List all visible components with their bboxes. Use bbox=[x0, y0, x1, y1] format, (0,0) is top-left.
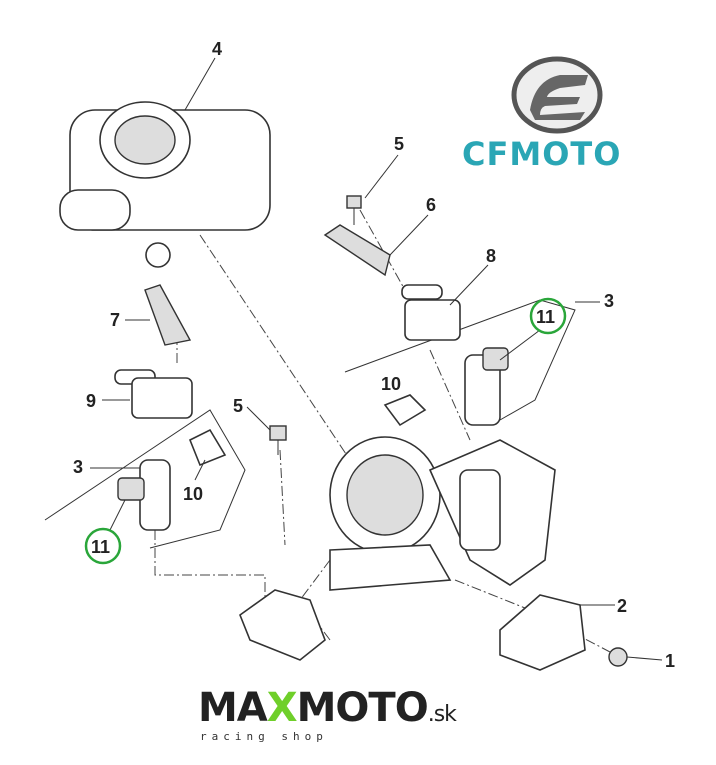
leader-lines bbox=[90, 57, 663, 661]
bracket-part-2[interactable] bbox=[499, 594, 586, 671]
maxmoto-logo-part: MA bbox=[198, 685, 268, 731]
maxmoto-logo-x: X bbox=[266, 685, 298, 731]
highlight-circle bbox=[84, 527, 122, 565]
maxmoto-logo: MAXMOTO.sk bbox=[198, 688, 457, 728]
callout-8: 8 bbox=[486, 246, 496, 266]
callout-5: 5 bbox=[233, 396, 243, 416]
callout-5: 5 bbox=[394, 134, 404, 154]
group-outline bbox=[44, 409, 246, 549]
callout-2: 2 bbox=[617, 596, 627, 616]
maxmoto-logo-suffix: .sk bbox=[427, 702, 457, 727]
intake-manifold-part[interactable] bbox=[329, 436, 556, 591]
assembly-line bbox=[279, 449, 286, 546]
bolt-part-5[interactable] bbox=[269, 425, 287, 455]
callout-3: 3 bbox=[604, 291, 614, 311]
callout-3: 3 bbox=[73, 457, 83, 477]
assembly-line bbox=[199, 234, 391, 521]
callout-1: 1 bbox=[665, 651, 675, 671]
clip-part-6[interactable] bbox=[323, 224, 391, 277]
fuel-connector-part-9[interactable] bbox=[114, 369, 193, 419]
callout-10: 10 bbox=[381, 374, 401, 394]
callout-6: 6 bbox=[426, 195, 436, 215]
clip-part-10[interactable] bbox=[188, 428, 227, 467]
callout-11: 11 bbox=[536, 307, 555, 327]
callout-10: 10 bbox=[183, 484, 203, 504]
callout-11: 11 bbox=[91, 537, 110, 557]
assembly-line bbox=[154, 530, 266, 600]
callout-7: 7 bbox=[110, 310, 120, 330]
callout-4: 4 bbox=[212, 39, 222, 59]
clip-part-10[interactable] bbox=[383, 394, 427, 427]
highlight-circle bbox=[529, 297, 567, 335]
maxmoto-tagline: racing shop bbox=[200, 730, 328, 743]
injector-part-11[interactable] bbox=[117, 459, 171, 531]
maxmoto-logo-part: MOTO bbox=[296, 685, 429, 731]
group-outline bbox=[344, 299, 576, 421]
callout-9: 9 bbox=[86, 391, 96, 411]
nut-part-1[interactable] bbox=[608, 647, 628, 667]
cfmoto-logo-text: CFMOTO bbox=[462, 135, 622, 173]
lower-bracket-part[interactable] bbox=[239, 589, 326, 661]
assembly-line bbox=[429, 349, 471, 441]
injector-part-11[interactable] bbox=[464, 347, 509, 426]
clip-part-7[interactable] bbox=[144, 284, 192, 346]
cfmoto-emblem-icon bbox=[511, 56, 603, 134]
throttle-body-part-4[interactable] bbox=[59, 101, 271, 268]
bolt-part-5[interactable] bbox=[346, 195, 362, 225]
fuel-connector-part-8[interactable] bbox=[401, 284, 461, 341]
